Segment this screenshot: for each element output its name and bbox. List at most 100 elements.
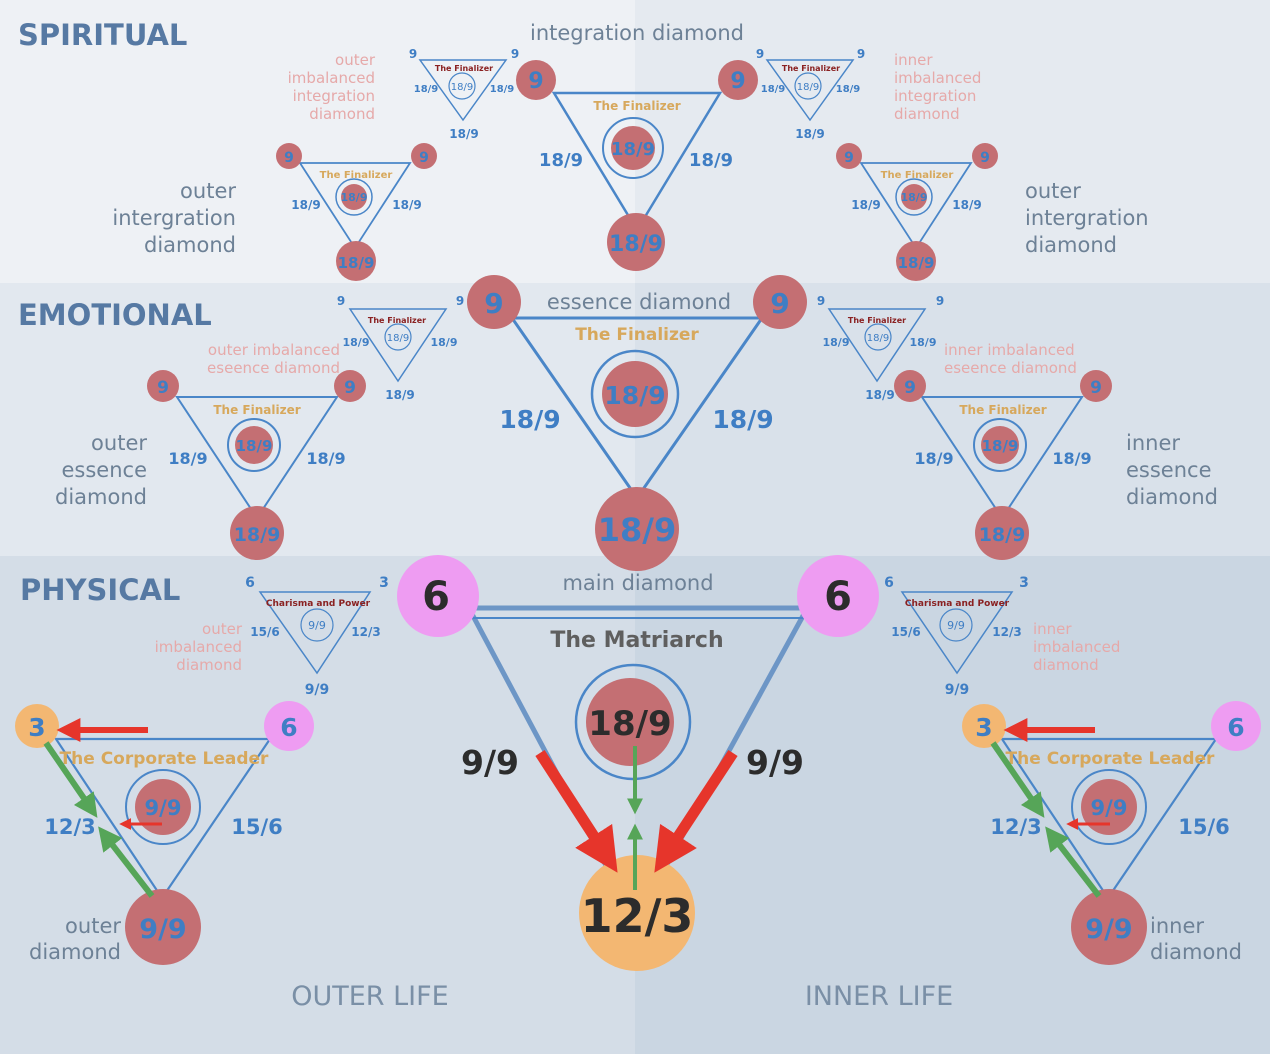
inner-imbalanced-physical-archetype: Charisma and Power	[905, 599, 1010, 609]
integration-diamond: The Finalizer 18/9 9 9 18/9 18/9 18/9	[516, 60, 758, 271]
outer-imbalanced-essence-caption: outer imbalanced eseence diamond	[207, 341, 340, 377]
main-center-value: 18/9	[588, 704, 671, 744]
svg-text:15/6: 15/6	[231, 815, 283, 839]
outer-integration-caption-left: outer intergration diamond	[112, 179, 236, 257]
physical-band-inner-half	[635, 556, 1270, 1054]
svg-text:diamond: diamond	[176, 656, 242, 674]
svg-text:9: 9	[456, 294, 464, 308]
emotional-label: EMOTIONAL	[18, 298, 212, 332]
svg-text:18/9: 18/9	[392, 198, 421, 212]
svg-text:18/9: 18/9	[451, 82, 473, 93]
svg-text:9/9: 9/9	[947, 619, 965, 632]
spiritual-label: SPIRITUAL	[18, 18, 187, 52]
svg-text:18/9: 18/9	[795, 127, 824, 141]
outer-essence-archetype: The Finalizer	[213, 403, 300, 417]
integration-bottom-vertex	[607, 213, 665, 271]
svg-text:12/3: 12/3	[351, 625, 380, 639]
inner-imbalanced-integration-archetype: The Finalizer	[782, 64, 840, 73]
svg-text:9: 9	[844, 150, 854, 166]
outer-integration-diamond: The Finalizer 18/9 9 9 18/9 18/9 18/9	[276, 143, 437, 281]
svg-text:outer: outer	[1025, 179, 1081, 203]
svg-text:3: 3	[379, 575, 389, 591]
svg-text:diamond: diamond	[1025, 233, 1117, 257]
outer-essence-diamond: The Finalizer 18/9 9 9 18/9 18/9 18/9	[147, 370, 366, 560]
inner-integration-diamond: The Finalizer 18/9 9 9 18/9 18/9 18/9	[836, 143, 998, 281]
essence-archetype: The Finalizer	[575, 325, 699, 345]
outer-imbalanced-integration-caption: outer imbalanced integration diamond	[288, 51, 376, 123]
inner-diamond-left-value: 3	[975, 713, 992, 742]
main-bottom-value: 12/3	[581, 889, 694, 943]
svg-text:diamond: diamond	[309, 105, 375, 123]
svg-text:diamond: diamond	[144, 233, 236, 257]
essence-left-value: 9	[484, 287, 503, 320]
outer-imbalanced-integration-diamond: The Finalizer 18/9 9 9 18/9 18/9 18/9	[409, 47, 519, 141]
svg-text:9: 9	[904, 378, 916, 398]
integration-inner-ring	[602, 117, 664, 179]
outer-diamond-green-arrow-up	[98, 826, 155, 898]
outer-diamond-caption: outer diamond	[29, 914, 121, 964]
inner-diamond-right-value: 6	[1227, 713, 1244, 742]
integration-right-vertex	[718, 60, 758, 100]
integration-left-value: 9	[528, 69, 543, 94]
svg-text:9: 9	[344, 378, 356, 398]
svg-text:12/3: 12/3	[44, 815, 96, 839]
svg-text:18/9: 18/9	[338, 254, 375, 272]
svg-text:9: 9	[817, 294, 825, 308]
inner-imbalanced-integration-caption: inner imbalanced integration diamond	[894, 51, 981, 123]
integration-right-edge: 18/9	[689, 150, 733, 171]
main-left-edge: 9/9	[461, 743, 519, 782]
outer-integration-archetype: The Finalizer	[320, 170, 393, 181]
integration-right-value: 9	[730, 69, 745, 94]
svg-text:18/9: 18/9	[236, 437, 273, 455]
svg-text:18/9: 18/9	[431, 336, 458, 349]
svg-text:inner: inner	[894, 51, 933, 69]
svg-text:9: 9	[980, 150, 990, 166]
outer-imbalanced-integration-archetype: The Finalizer	[435, 64, 493, 73]
essence-left-edge: 18/9	[499, 405, 560, 434]
svg-text:9: 9	[157, 378, 169, 398]
svg-text:imbalanced: imbalanced	[155, 638, 242, 656]
svg-text:3: 3	[1019, 575, 1029, 591]
outer-imbalanced-physical-caption: outer imbalanced diamond	[155, 620, 243, 674]
svg-text:imbalanced: imbalanced	[894, 69, 981, 87]
svg-text:9/9: 9/9	[1091, 796, 1128, 820]
outer-integration-caption-right: outer intergration diamond	[1025, 179, 1149, 257]
outer-essence-caption: outer essence diamond	[55, 431, 147, 509]
svg-text:18/9: 18/9	[341, 191, 368, 204]
svg-text:9: 9	[857, 47, 865, 61]
inner-essence-diamond: The Finalizer 18/9 9 9 18/9 18/9 18/9	[894, 370, 1112, 560]
physical-label: PHYSICAL	[20, 573, 180, 607]
outer-imbalanced-physical-archetype: Charisma and Power	[266, 599, 371, 609]
svg-text:intergration: intergration	[112, 206, 236, 230]
svg-text:15/6: 15/6	[891, 625, 920, 639]
svg-text:inner: inner	[1150, 914, 1204, 938]
svg-text:18/9: 18/9	[168, 449, 207, 468]
svg-text:18/9: 18/9	[865, 388, 894, 402]
svg-text:9: 9	[511, 47, 519, 61]
inner-integration-archetype: The Finalizer	[881, 170, 954, 181]
main-left-value: 6	[422, 574, 450, 620]
svg-text:18/9: 18/9	[851, 198, 880, 212]
integration-triangle	[551, 91, 723, 233]
svg-text:18/9: 18/9	[343, 336, 370, 349]
essence-diamond-title: essence diamond	[547, 290, 731, 314]
svg-text:18/9: 18/9	[823, 336, 850, 349]
svg-text:18/9: 18/9	[979, 524, 1026, 546]
svg-text:18/9: 18/9	[836, 84, 861, 95]
integration-center-circle	[611, 126, 655, 170]
essence-center-value: 18/9	[604, 381, 665, 410]
inner-diamond-green-arrow-down	[990, 741, 1045, 818]
inner-diamond-green-arrow-up	[1045, 826, 1102, 898]
svg-text:18/9: 18/9	[797, 82, 819, 93]
svg-text:inner imbalanced: inner imbalanced	[944, 341, 1075, 359]
inner-diamond-bottom-value: 9/9	[1085, 914, 1132, 945]
svg-text:18/9: 18/9	[982, 437, 1019, 455]
svg-text:diamond: diamond	[894, 105, 960, 123]
svg-text:9: 9	[284, 150, 294, 166]
outer-imbalanced-essence-archetype: The Finalizer	[368, 316, 426, 325]
svg-text:12/3: 12/3	[990, 815, 1042, 839]
outer-diamond-archetype: The Corporate Leader	[60, 749, 269, 769]
svg-text:inner: inner	[1033, 620, 1072, 638]
svg-text:9: 9	[1090, 378, 1102, 398]
svg-text:intergration: intergration	[1025, 206, 1149, 230]
